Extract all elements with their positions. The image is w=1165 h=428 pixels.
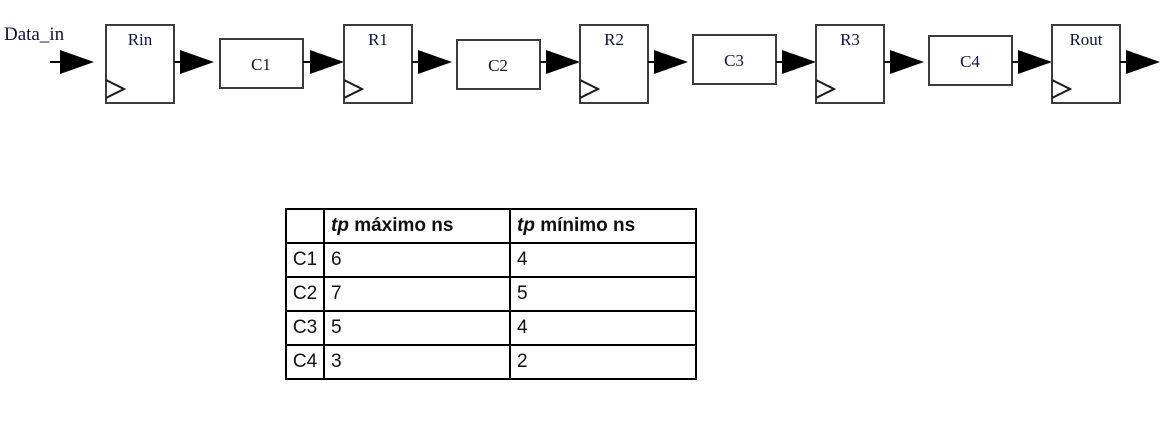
cell-c2-max: 7 [323, 276, 511, 312]
table-header-row: tp máximo ns tp mínimo ns [285, 208, 697, 244]
table-row: C3 5 4 [285, 310, 697, 346]
block-r2: R2 [579, 24, 649, 104]
table-corner-cell [285, 208, 325, 244]
block-c4: C4 [928, 35, 1013, 86]
block-r3-label: R3 [840, 30, 860, 49]
clock-triangle-icon [815, 79, 837, 99]
cell-c3-max: 5 [323, 310, 511, 346]
tp-min-text: mínimo ns [534, 214, 636, 236]
table-header-tp-min: tp mínimo ns [509, 208, 697, 244]
arrow-r1-to-c2 [412, 50, 452, 74]
cell-c2-min: 5 [509, 276, 697, 312]
table-body: C1 6 4 C2 7 5 C3 5 4 C4 3 2 [285, 242, 697, 380]
arrow-c2-to-r2 [540, 50, 580, 74]
block-c2-label: C2 [488, 56, 508, 75]
cell-c4-max: 3 [323, 344, 511, 380]
block-c1: C1 [219, 38, 304, 89]
arrow-rout-output [1120, 50, 1160, 74]
block-r1-label: R1 [368, 30, 388, 49]
table-row: C2 7 5 [285, 276, 697, 312]
block-c3: C3 [692, 34, 777, 85]
block-rout: Rout [1051, 24, 1121, 104]
row-label-c4: C4 [285, 344, 325, 380]
pipeline-diagram: Data_in Rin C1 R1 [0, 0, 1165, 130]
row-label-c1: C1 [285, 242, 325, 278]
cell-c3-min: 4 [509, 310, 697, 346]
block-r1: R1 [343, 24, 413, 104]
propagation-delay-table: tp máximo ns tp mínimo ns C1 6 4 C2 7 5 … [285, 208, 697, 380]
table-header: tp máximo ns tp mínimo ns [285, 208, 697, 244]
block-c1-label: C1 [251, 55, 271, 74]
data-in-label: Data_in [4, 24, 65, 45]
table-row: C1 6 4 [285, 242, 697, 278]
cell-c1-min: 4 [509, 242, 697, 278]
table-row: C4 3 2 [285, 344, 697, 380]
pipeline-svg: Data_in Rin C1 R1 [4, 24, 1160, 104]
tp-symbol-max: tp [331, 214, 349, 236]
clock-triangle-icon [343, 79, 365, 99]
arrow-r2-to-c3 [648, 50, 688, 74]
arrow-data-in-to-rin [50, 50, 94, 74]
table-header-tp-max: tp máximo ns [323, 208, 511, 244]
clock-triangle-icon [1051, 79, 1073, 99]
tp-symbol-min: tp [517, 214, 535, 236]
arrow-c4-to-rout [1012, 50, 1052, 74]
cell-c1-max: 6 [323, 242, 511, 278]
clock-triangle-icon [579, 79, 601, 99]
block-c3-label: C3 [724, 51, 744, 70]
block-rin-label: Rin [128, 30, 153, 49]
row-label-c2: C2 [285, 276, 325, 312]
block-c4-label: C4 [960, 52, 980, 71]
block-c2: C2 [456, 39, 541, 90]
block-r2-label: R2 [604, 30, 624, 49]
tp-max-text: máximo ns [348, 214, 454, 236]
block-rin: Rin [105, 24, 175, 104]
arrow-rin-to-c1 [174, 50, 214, 74]
arrow-r3-to-c4 [884, 50, 924, 74]
clock-triangle-icon [105, 79, 127, 99]
arrow-c1-to-r1 [303, 50, 344, 74]
arrow-c3-to-r3 [776, 50, 816, 74]
block-rout-label: Rout [1069, 30, 1102, 49]
cell-c4-min: 2 [509, 344, 697, 380]
timing-table-container: tp máximo ns tp mínimo ns C1 6 4 C2 7 5 … [285, 208, 697, 380]
block-r3: R3 [815, 24, 885, 104]
row-label-c3: C3 [285, 310, 325, 346]
